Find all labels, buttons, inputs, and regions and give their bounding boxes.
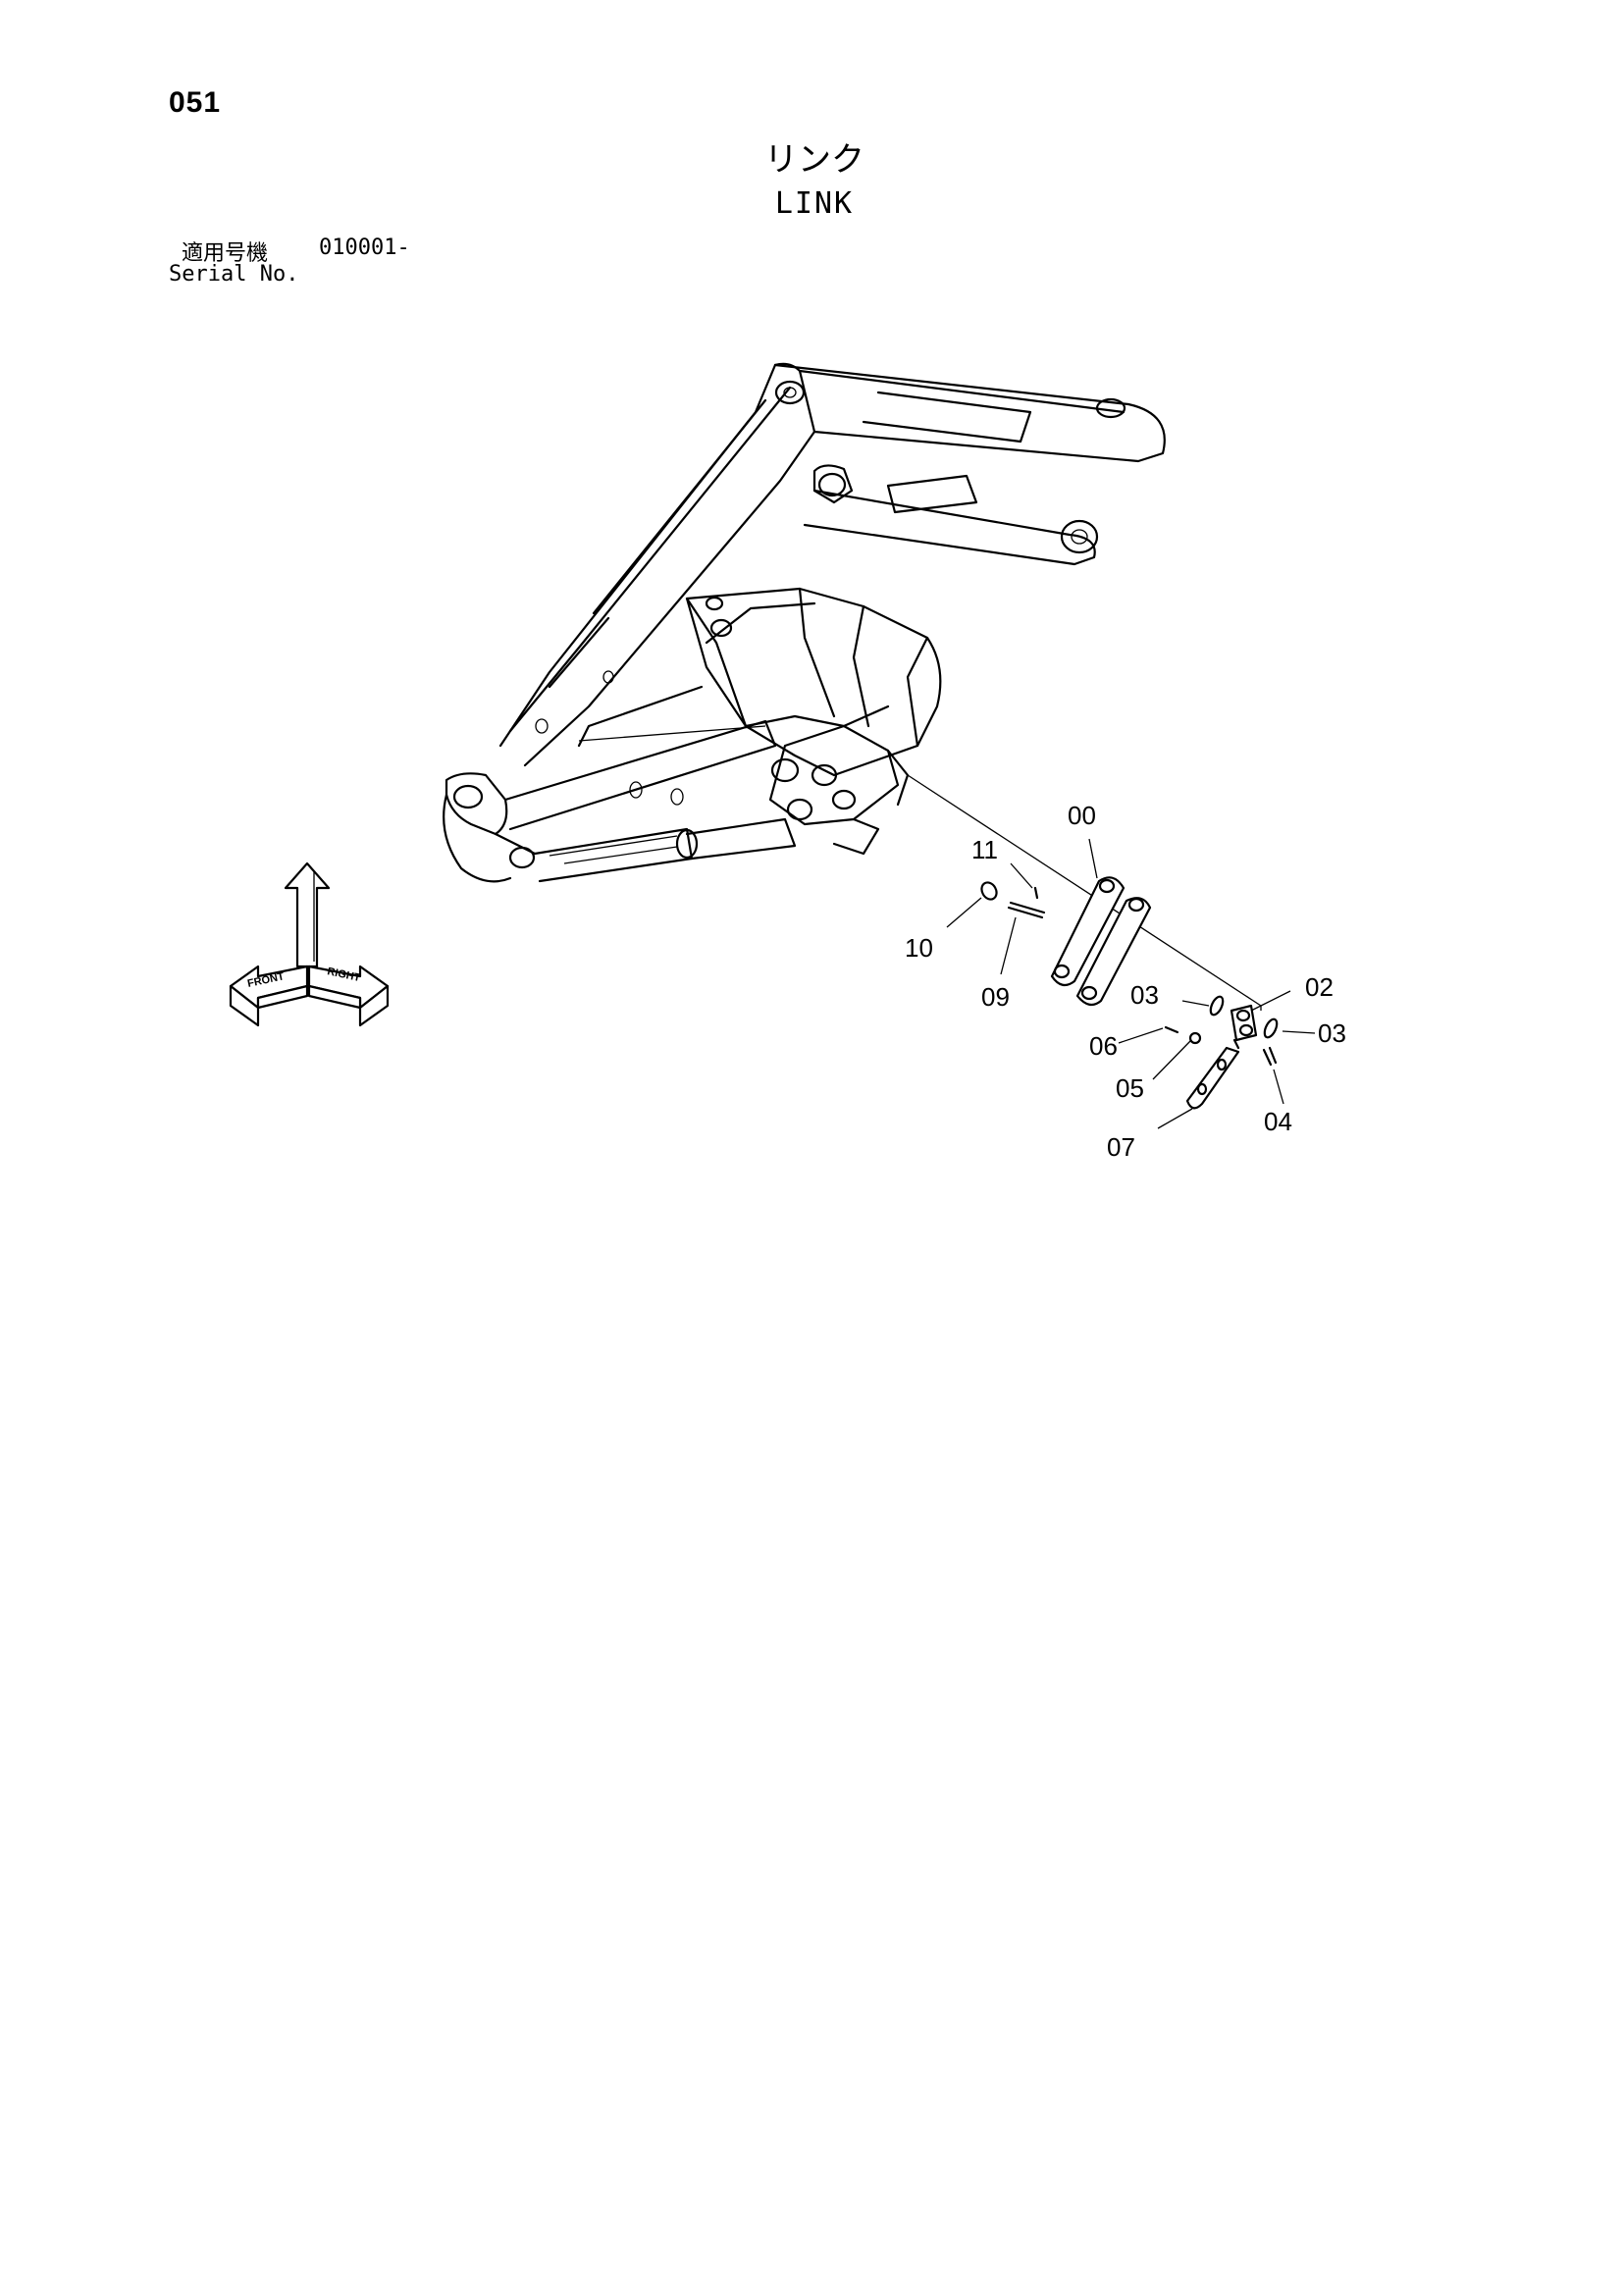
callout-07: 07 (1107, 1132, 1135, 1162)
boom-arm-assembly-illustration (443, 362, 1166, 883)
link-parts-exploded-view (907, 774, 1279, 1110)
page-number: 051 (169, 86, 222, 119)
title-japanese: リンク (764, 140, 864, 180)
callout-00: 00 (1068, 801, 1096, 830)
link-plate-pair (1050, 876, 1152, 1007)
serial-label-english: Serial No. (169, 262, 299, 287)
callout-09: 09 (981, 982, 1010, 1012)
callout-06: 06 (1089, 1031, 1118, 1061)
callout-02: 02 (1305, 972, 1334, 1002)
serial-label-japanese: 適用号機 (182, 241, 269, 266)
callout-05: 05 (1116, 1073, 1144, 1103)
callout-11: 11 (971, 835, 998, 864)
callout-04: 04 (1264, 1107, 1292, 1136)
callout-03b: 03 (1318, 1018, 1346, 1048)
callout-10: 10 (905, 933, 933, 963)
callout-03a: 03 (1130, 980, 1159, 1010)
title-english: LINK (774, 186, 855, 221)
serial-range: 010001- (319, 235, 410, 260)
callout-leaders (946, 838, 1316, 1129)
orientation-arrows-icon: FRONT RIGHT (229, 861, 390, 1027)
callout-labels: 00 11 10 09 03 02 03 06 05 04 07 (905, 801, 1346, 1162)
